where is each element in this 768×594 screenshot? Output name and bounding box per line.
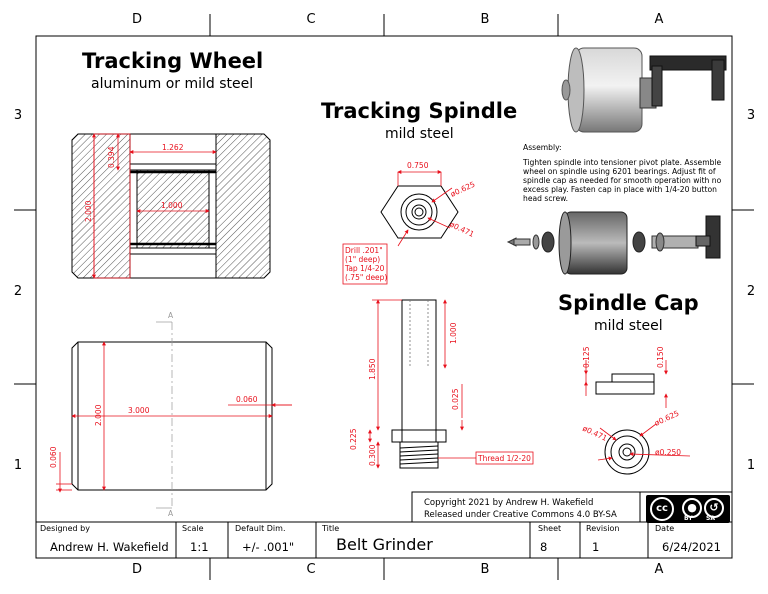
tracking-spindle-title: Tracking Spindle	[321, 99, 518, 123]
title-block-grid	[36, 521, 732, 558]
assembly-text: Tighten spindle into tensioner pivot pla…	[523, 158, 722, 203]
zone-row-left-2: 2	[13, 284, 23, 299]
zone-row-right-2: 2	[746, 284, 756, 299]
zone-row-left-1: 1	[13, 458, 23, 473]
zone-col-bottom-a: A	[654, 562, 664, 577]
spindle-end-dimensions	[342, 170, 453, 285]
designed-by-value: Andrew H. Wakefield	[50, 540, 169, 554]
zone-row-left-3: 3	[13, 108, 23, 123]
sheet-label: Sheet	[538, 524, 562, 533]
scale-value: 1:1	[190, 540, 209, 554]
wheel-side-dimensions	[56, 341, 292, 493]
date-value: 6/24/2021	[662, 540, 721, 554]
zone-col-top-c: C	[306, 12, 316, 27]
spindle-cap-front-dimensions	[597, 423, 691, 461]
badge-sa-label: SA	[706, 515, 715, 522]
zone-row-right-1: 1	[746, 458, 756, 473]
zone-col-top-b: B	[480, 12, 490, 27]
exploded-view-render	[506, 211, 721, 275]
share-alike-icon: ↺	[704, 498, 724, 518]
zone-col-top-a: A	[654, 12, 664, 27]
wheel-side-view	[71, 321, 273, 509]
copyright-text: Copyright 2021 by Andrew H. Wakefield Re…	[424, 497, 617, 521]
revision-label: Revision	[586, 524, 620, 533]
assembly-heading: Assembly:	[523, 143, 562, 152]
scale-label: Scale	[182, 524, 204, 533]
date-label: Date	[655, 524, 675, 533]
tracking-wheel-title: Tracking Wheel	[82, 49, 264, 73]
zone-col-bottom-d: D	[131, 562, 142, 577]
spindle-cap-side-dimensions	[584, 360, 668, 408]
sheet-value: 8	[540, 540, 548, 554]
title-label: Title	[322, 524, 340, 533]
tracking-wheel-material: aluminum or mild steel	[91, 76, 254, 92]
zone-row-right-3: 3	[746, 108, 756, 123]
assembly-note: Assembly: Tighten spindle into tensioner…	[523, 143, 738, 203]
zone-col-bottom-b: B	[480, 562, 490, 577]
badge-by-label: BY	[684, 515, 693, 522]
copyright-line1: Copyright 2021 by Andrew H. Wakefield	[424, 498, 594, 508]
cc-by-sa-badge: cc ● ↺ BY SA	[646, 495, 730, 523]
spindle-end-view	[380, 185, 459, 239]
spindle-cap-front-view	[604, 429, 650, 475]
assembly-render	[561, 47, 727, 133]
wheel-section-view	[71, 133, 271, 279]
tracking-spindle-material: mild steel	[385, 126, 454, 142]
spindle-side-dimensions	[368, 299, 534, 469]
zone-col-bottom-c: C	[306, 562, 316, 577]
default-dim-label: Default Dim.	[235, 524, 286, 533]
spindle-cap-material: mild steel	[594, 318, 663, 334]
cc-icon: cc	[650, 497, 674, 521]
zone-col-top-d: D	[131, 12, 142, 27]
spindle-side-view	[391, 299, 447, 469]
drawing-title: Belt Grinder	[336, 535, 433, 554]
attribution-icon: ●	[682, 498, 702, 518]
revision-value: 1	[592, 540, 600, 554]
default-dim-value: +/- .001"	[242, 540, 295, 554]
copyright-line2: Released under Creative Commons 4.0 BY-S…	[424, 510, 617, 520]
sheet-frame	[14, 14, 754, 580]
spindle-cap-title: Spindle Cap	[558, 291, 699, 315]
designed-by-label: Designed by	[40, 524, 90, 533]
spindle-cap-side-view	[595, 373, 655, 395]
wheel-section-dimensions	[92, 133, 217, 279]
